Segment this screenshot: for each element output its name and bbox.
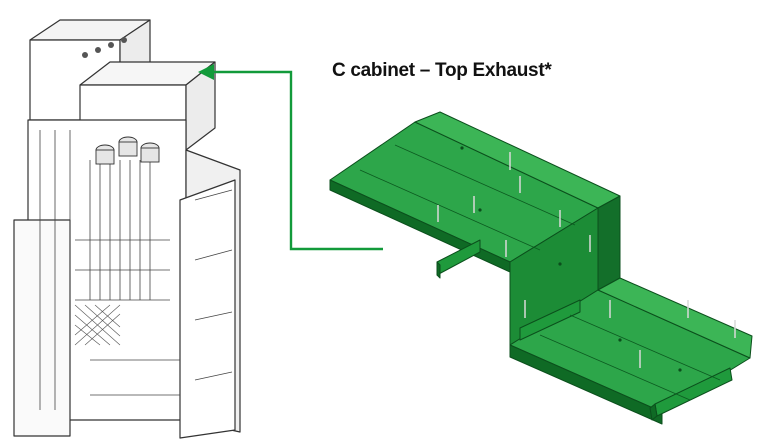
diagram-title: C cabinet – Top Exhaust* — [332, 60, 552, 81]
